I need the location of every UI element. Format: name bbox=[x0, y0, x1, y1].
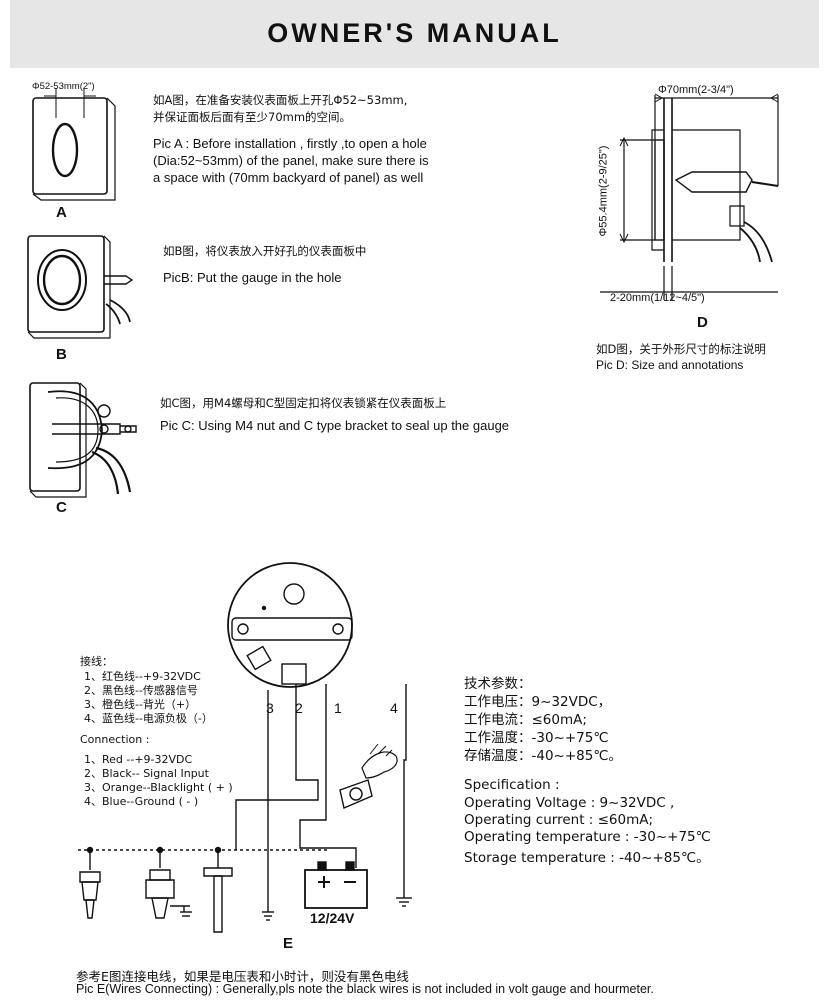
specs-cn-title: 技术参数： bbox=[464, 676, 532, 692]
specs-cn-line-2: 工作电流：≤60mA; bbox=[464, 712, 587, 728]
pic-a-en-line3: a space with (70mm backyard of panel) as… bbox=[153, 170, 424, 185]
pic-b-gauge-drawing bbox=[27, 235, 134, 339]
footer-en: Pic E(Wires Connecting) : Generally,pls … bbox=[76, 982, 654, 996]
pic-d-dimension-drawing bbox=[600, 93, 779, 300]
pic-a-en-line1: Pic A : Before installation , firstly ,t… bbox=[153, 136, 427, 151]
pic-b-en: PicB: Put the gauge in the hole bbox=[163, 270, 342, 285]
battery-label: 12/24V bbox=[310, 910, 355, 926]
specs-en-line-1: Operating Voltage : 9~32VDC , bbox=[464, 795, 675, 811]
wiring-cn-title: 接线： bbox=[80, 655, 113, 668]
pic-d-dim-bottom: 2-20mm(1/12~4/5") bbox=[610, 292, 705, 304]
header-bar: OWNER'S MANUAL bbox=[10, 0, 819, 68]
pic-b-cn: 如B图，将仪表放入开好孔的仪表面板中 bbox=[163, 244, 367, 258]
wiring-cn-item-2: 2、黑色线--传感器信号 bbox=[84, 684, 198, 697]
wiring-cn-item-1: 1、红色线--+9-32VDC bbox=[84, 670, 201, 683]
wiring-en-item-2: 2、Black-- Signal Input bbox=[84, 767, 209, 780]
pic-c-label: C bbox=[56, 499, 67, 516]
wire-number-3: 3 bbox=[266, 700, 274, 716]
specs-en-line-3: Operating temperature : -30~+75℃ bbox=[464, 829, 711, 845]
footer-cn: 参考E图连接电线，如果是电压表和小时计，则没有黑色电线 bbox=[76, 969, 409, 984]
pic-c-cn: 如C图，用M4螺母和C型固定扣将仪表锁紧在仪表面板上 bbox=[160, 396, 447, 410]
pic-a-label: A bbox=[56, 204, 67, 221]
specs-en-line-2: Operating current : ≤60mA; bbox=[464, 812, 654, 828]
pic-c-en: Pic C: Using M4 nut and C type bracket t… bbox=[160, 418, 510, 433]
pic-e-wiring-diagram bbox=[78, 562, 412, 933]
pic-c-bracket-drawing bbox=[29, 382, 137, 498]
wiring-cn-item-3: 3、橙色线--背光（+） bbox=[84, 698, 197, 711]
pic-d-dim-side: Φ55.4mm(2-9/25") bbox=[597, 145, 610, 237]
wiring-en-item-3: 3、Orange--Blacklight ( + ) bbox=[84, 781, 233, 794]
specs-en-title: Specification : bbox=[464, 777, 560, 793]
wiring-en-item-4: 4、Blue--Ground ( - ) bbox=[84, 795, 199, 808]
pic-a-cn-line2: 并保证面板后面有至少70mm的空间。 bbox=[153, 110, 352, 124]
pic-e-label: E bbox=[283, 935, 294, 952]
pic-d-cn: 如D图，关于外形尺寸的标注说明 bbox=[596, 342, 766, 356]
pic-b-label: B bbox=[56, 346, 67, 363]
pic-d-label: D bbox=[697, 314, 708, 331]
specs-cn-line-4: 存储温度：-40~+85℃。 bbox=[464, 748, 623, 764]
pic-a-panel-drawing bbox=[32, 88, 116, 201]
specs-cn-line-1: 工作电压：9~32VDC， bbox=[464, 694, 612, 710]
wire-number-1: 1 bbox=[334, 700, 342, 716]
pic-a-hole-dimension: Φ52-53mm(2") bbox=[32, 81, 95, 92]
wiring-en-title: Connection : bbox=[80, 733, 150, 746]
wire-number-4: 4 bbox=[390, 700, 398, 716]
wiring-cn-item-4: 4、蓝色线--电源负极（-） bbox=[84, 712, 213, 725]
wire-number-2: 2 bbox=[295, 700, 303, 716]
page-title: OWNER'S MANUAL bbox=[267, 18, 562, 48]
pic-a-en-line2: (Dia:52~53mm) of the panel, make sure th… bbox=[153, 153, 429, 168]
specs-cn-line-3: 工作温度：-30~+75℃ bbox=[464, 730, 609, 746]
wiring-en-item-1: 1、Red --+9-32VDC bbox=[84, 753, 193, 766]
pic-d-dim-top: Φ70mm(2-3/4") bbox=[658, 84, 734, 96]
pic-d-en: Pic D: Size and annotations bbox=[596, 358, 744, 372]
specs-en-line-4: Storage temperature : -40~+85℃。 bbox=[464, 850, 710, 866]
pic-a-cn-line1: 如A图，在准备安装仪表面板上开孔Φ52~53mm, bbox=[153, 93, 408, 107]
